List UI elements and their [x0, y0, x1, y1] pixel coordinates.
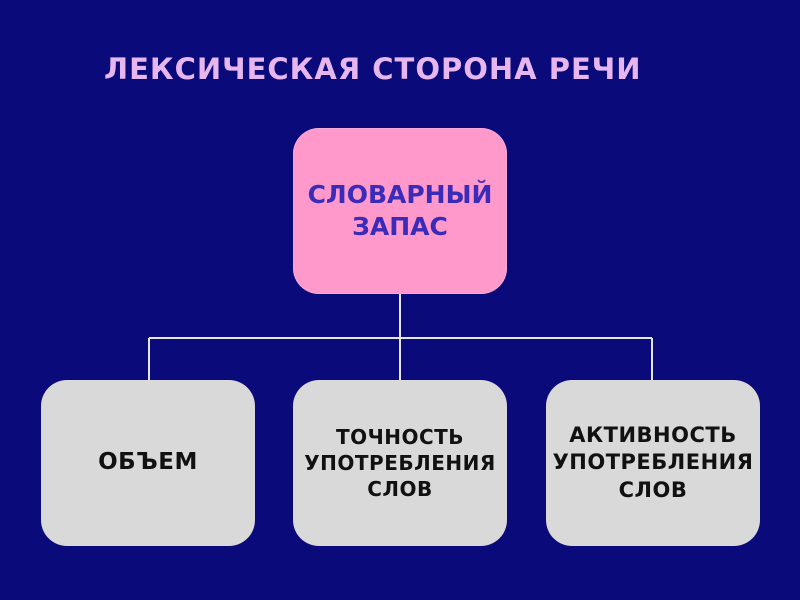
- child-node-line: АКТИВНОСТЬ: [569, 423, 737, 448]
- root-node-line: СЛОВАРНЫЙ: [307, 179, 493, 209]
- child-node-activity: АКТИВНОСТЬ УПОТРЕБЛЕНИЯ СЛОВ: [546, 380, 760, 546]
- child-node-line: ТОЧНОСТЬ: [335, 425, 465, 449]
- root-node-vocabulary: СЛОВАРНЫЙ ЗАПАС: [293, 128, 507, 294]
- slide-title: ЛЕКСИЧЕСКАЯ СТОРОНА РЕЧИ: [104, 52, 642, 86]
- child-node-line: СЛОВ: [618, 477, 688, 502]
- child-node-line: УПОТРЕБЛЕНИЯ: [552, 450, 754, 475]
- child-node-line: УПОТРЕБЛЕНИЯ: [304, 451, 496, 475]
- child-node-volume: ОБЪЕМ: [41, 380, 255, 546]
- child-node-line: ОБЪЕМ: [98, 449, 198, 476]
- child-node-accuracy: ТОЧНОСТЬ УПОТРЕБЛЕНИЯ СЛОВ: [293, 380, 507, 546]
- root-node-line: ЗАПАС: [352, 212, 448, 241]
- child-node-line: СЛОВ: [367, 477, 433, 501]
